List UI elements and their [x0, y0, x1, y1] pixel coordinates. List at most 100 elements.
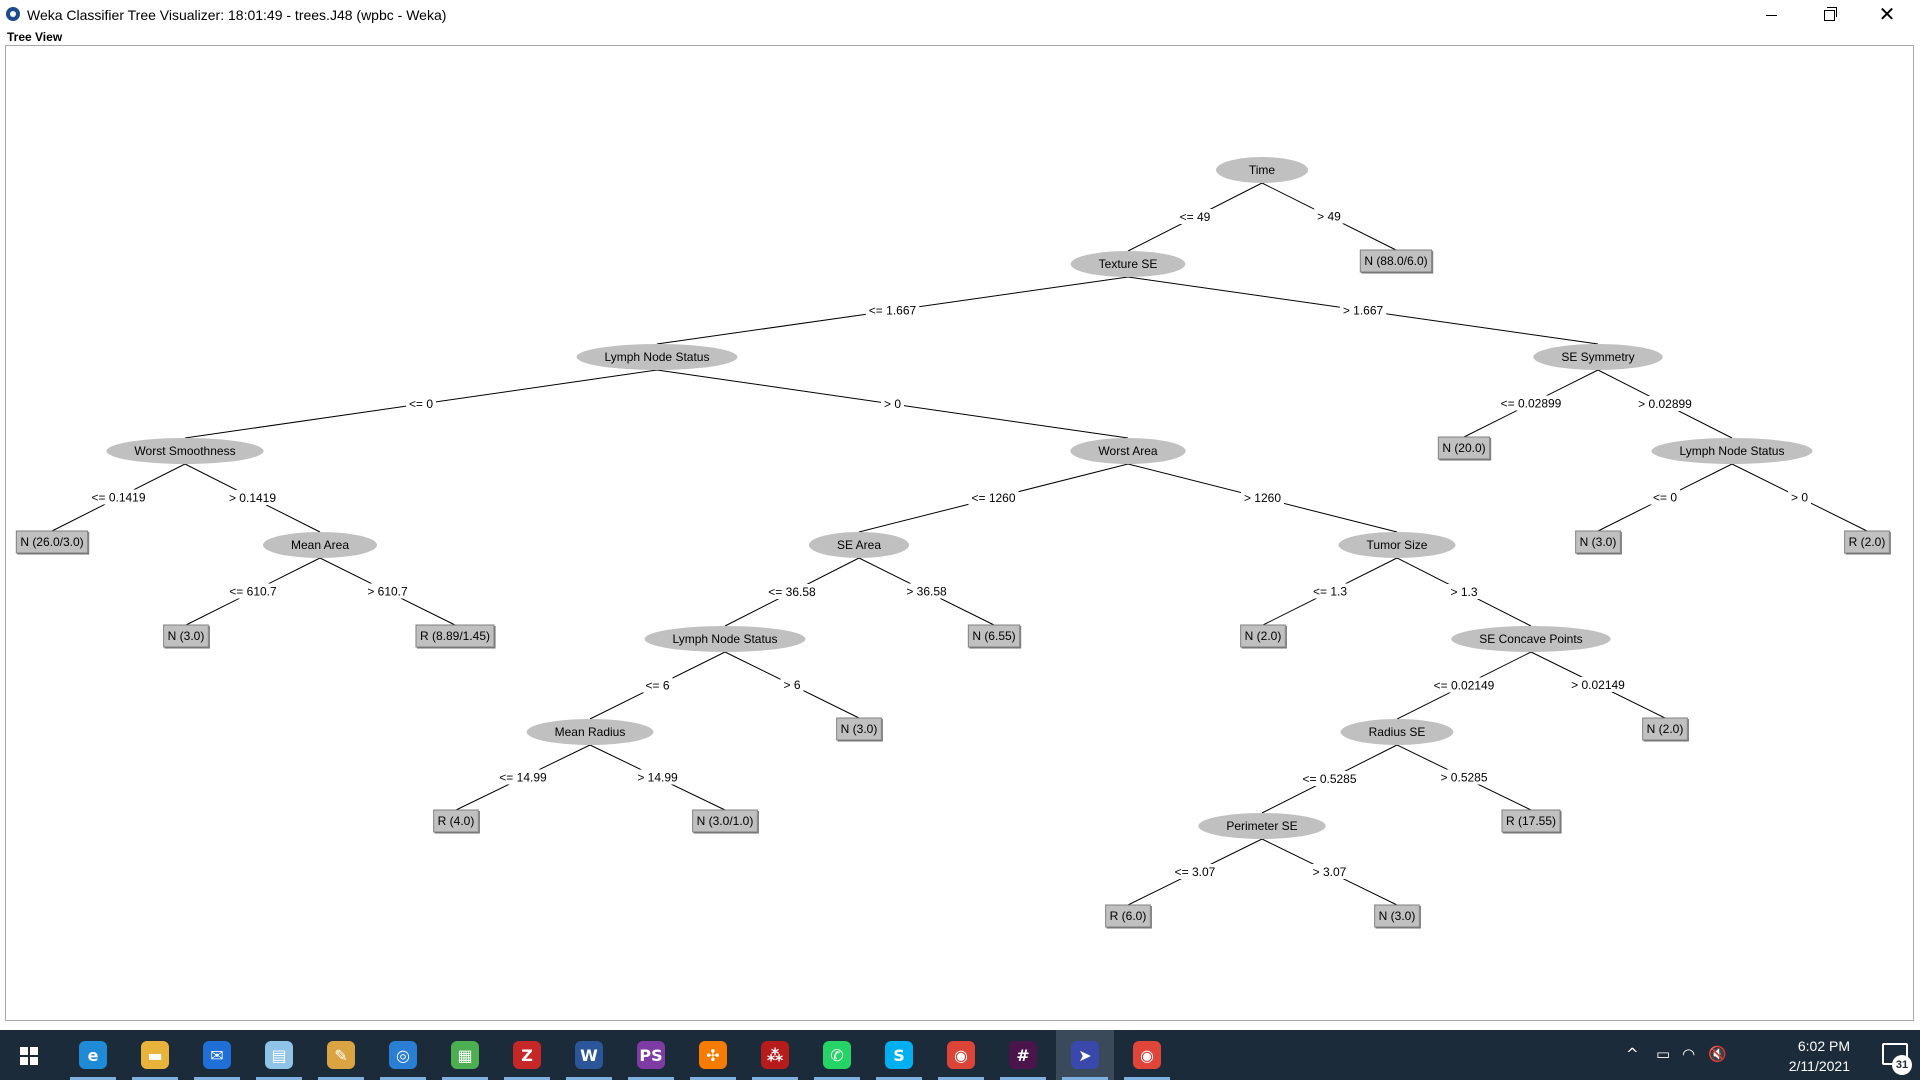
running-indicator [814, 1077, 860, 1080]
volume-muted-icon[interactable]: 🔇 [1708, 1045, 1727, 1063]
tree-split-node[interactable]: Perimeter SE [1198, 813, 1326, 839]
tree-split-node[interactable]: SE Concave Points [1451, 626, 1611, 652]
start-button[interactable] [0, 1030, 60, 1080]
taskbar-app-filezilla[interactable]: Z [498, 1030, 556, 1080]
taskbar-app-mail[interactable]: ✉ [188, 1030, 246, 1080]
leaf-node-box [1844, 530, 1890, 554]
tree-leaf-node[interactable]: N (20.0) [1437, 436, 1492, 461]
taskbar-app-file-explorer[interactable]: ▬ [126, 1030, 184, 1080]
tree-leaf-node[interactable]: R (17.55) [1501, 809, 1562, 834]
taskbar-app-slack[interactable]: # [994, 1030, 1052, 1080]
tree-split-node[interactable]: Lymph Node Status [1651, 438, 1813, 464]
tree-split-node[interactable]: Mean Area [262, 532, 378, 558]
leaf-class-label: R (17.55) [1506, 814, 1556, 828]
taskbar-app-chrome[interactable]: ◉ [1118, 1030, 1176, 1080]
tree-split-node[interactable]: SE Symmetry [1533, 344, 1663, 370]
close-icon: ✕ [1878, 4, 1896, 26]
taskbar-app-edge[interactable]: e [64, 1030, 122, 1080]
taskbar-app-notepad[interactable]: ▤ [250, 1030, 308, 1080]
close-button[interactable]: ✕ [1858, 0, 1916, 30]
tree-split-node[interactable]: Lymph Node Status [576, 344, 738, 370]
clock-date[interactable]: 2/11/2021 [1788, 1058, 1850, 1074]
tree-leaf-node[interactable]: N (3.0/1.0) [692, 809, 759, 834]
show-hidden-icons-chevron[interactable]: ^ [1626, 1045, 1639, 1063]
weka-icon: ➤ [1071, 1041, 1099, 1069]
taskbar-app-mendeley[interactable]: ⁂ [746, 1030, 804, 1080]
running-indicator [132, 1077, 178, 1080]
leaf-node-box [1374, 904, 1420, 928]
tree-leaf-node[interactable]: N (6.55) [967, 624, 1022, 649]
slack-icon: # [1009, 1041, 1037, 1069]
taskbar-app-chrome-profile[interactable]: ◉ [932, 1030, 990, 1080]
taskbar-app-weka[interactable]: ➤ [1056, 1030, 1114, 1080]
chrome-icon: ◉ [1133, 1041, 1161, 1069]
tree-split-node[interactable]: Texture SE [1070, 251, 1186, 277]
taskbar-app-paint[interactable]: ✎ [312, 1030, 370, 1080]
edge-condition-label: <= 0 [409, 397, 433, 411]
tree-leaf-node[interactable]: N (2.0) [1642, 717, 1689, 742]
tree-leaf-node[interactable]: N (3.0) [163, 624, 210, 649]
wifi-icon[interactable]: ◠ [1682, 1045, 1696, 1063]
mail-icon: ✉ [203, 1041, 231, 1069]
tree-leaf-node[interactable]: R (6.0) [1105, 904, 1152, 929]
leaf-node-box [1359, 249, 1433, 273]
leaf-node-shadow [1502, 811, 1562, 834]
mendeley-icon: ⁂ [761, 1041, 789, 1069]
tree-view-panel[interactable]: <= 49> 49<= 1.667> 1.667<= 0> 0<= 0.0289… [5, 45, 1914, 1021]
whatsapp-icon: ✆ [823, 1041, 851, 1069]
tree-leaf-node[interactable]: R (8.89/1.45) [415, 624, 496, 649]
leaf-node-shadow [1845, 532, 1891, 555]
edge-condition-label: > 1.667 [1343, 304, 1384, 318]
running-indicator [876, 1077, 922, 1080]
weka-app-icon[interactable] [6, 7, 20, 21]
taskbar-app-skype[interactable]: S [870, 1030, 928, 1080]
leaf-node-box [836, 717, 882, 741]
tree-leaf-node[interactable]: R (2.0) [1844, 530, 1891, 555]
tree-leaf-node[interactable]: N (26.0/3.0) [15, 530, 90, 555]
title-bar: Weka Classifier Tree Visualizer: 18:01:4… [0, 0, 1920, 30]
edge-label-background [903, 583, 950, 599]
tree-split-node[interactable]: SE Area [808, 532, 910, 558]
leaf-node-shadow [837, 719, 883, 742]
split-attribute-label: Mean Area [291, 538, 349, 552]
taskbar-app-browser[interactable]: ◎ [374, 1030, 432, 1080]
edge-condition-label: <= 610.7 [229, 585, 277, 599]
split-node-shape [576, 344, 738, 370]
tree-leaf-node[interactable]: R (4.0) [433, 809, 480, 834]
tree-split-node[interactable]: Worst Area [1070, 438, 1186, 464]
tree-split-node[interactable]: Time [1216, 157, 1308, 183]
minimize-button[interactable] [1742, 0, 1800, 30]
leaf-node-shadow [693, 811, 759, 834]
taskbar-app-image-editor[interactable]: ▦ [436, 1030, 494, 1080]
tree-split-node[interactable]: Lymph Node Status [644, 626, 806, 652]
tree-leaf-node[interactable]: N (3.0) [1374, 904, 1421, 929]
edge-condition-label: <= 1.3 [1313, 585, 1347, 599]
edge-label-background [880, 396, 905, 411]
leaf-class-label: N (3.0) [841, 722, 878, 736]
leaf-node-shadow [1375, 906, 1421, 929]
tree-split-node[interactable]: Mean Radius [526, 719, 654, 745]
tree-leaf-node[interactable]: N (3.0) [836, 717, 883, 742]
taskbar-app-xampp[interactable]: ✣ [684, 1030, 742, 1080]
battery-icon[interactable]: ▭ [1656, 1045, 1671, 1063]
taskbar-app-phpstorm[interactable]: PS [622, 1030, 680, 1080]
tree-leaf-node[interactable]: N (88.0/6.0) [1359, 249, 1434, 274]
leaf-node-shadow [1439, 438, 1492, 461]
tree-leaf-node[interactable]: N (2.0) [1240, 624, 1287, 649]
tree-split-node[interactable]: Radius SE [1340, 719, 1454, 745]
taskbar-app-whatsapp[interactable]: ✆ [808, 1030, 866, 1080]
split-node-shape [808, 532, 910, 558]
restore-icon [1823, 6, 1837, 21]
decision-tree[interactable]: <= 49> 49<= 1.667> 1.667<= 0> 0<= 0.0289… [6, 46, 1913, 1020]
tree-split-node[interactable]: Tumor Size [1338, 532, 1456, 558]
leaf-node-box [967, 624, 1021, 648]
filezilla-icon: Z [513, 1041, 541, 1069]
restore-button[interactable] [1800, 0, 1858, 30]
tree-leaf-node[interactable]: N (3.0) [1575, 530, 1622, 555]
edge-condition-label: <= 49 [1180, 210, 1211, 224]
tree-split-node[interactable]: Worst Smoothness [106, 438, 264, 464]
clock-time[interactable]: 6:02 PM [1797, 1038, 1850, 1054]
leaf-class-label: N (88.0/6.0) [1364, 254, 1427, 268]
taskbar-app-word[interactable]: W [560, 1030, 618, 1080]
